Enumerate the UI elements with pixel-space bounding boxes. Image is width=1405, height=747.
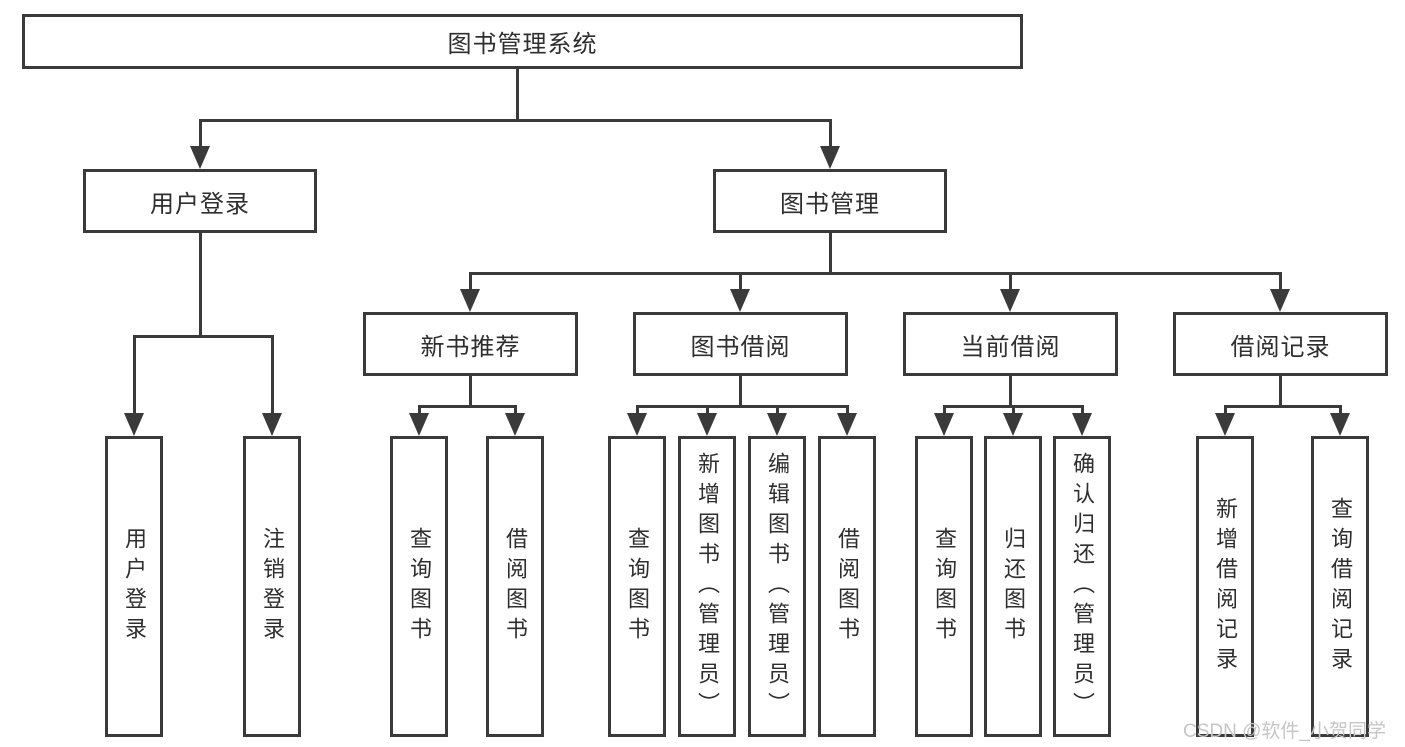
connector-segment [1011,406,1015,416]
leaf-logout-label: 注销登录 [260,526,285,647]
connector-segment [198,118,832,122]
connector-segment [828,233,832,275]
connector-segment [1080,406,1084,416]
node-root-label: 图书管理系统 [447,31,598,58]
arrowhead-down-icon [262,413,282,436]
connector-segment [132,336,136,416]
node-root: 图书管理系统 [22,14,1023,69]
leaf-borrow-books-1: 借阅图书 [486,436,544,737]
arrowhead-down-icon [409,413,429,436]
leaf-query-borrow-record-label: 查询借阅记录 [1328,496,1353,677]
node-borrowing-records-label: 借阅记录 [1230,333,1331,361]
connector-segment [417,404,517,408]
arrowhead-down-icon [1000,289,1020,312]
connector-segment [828,120,832,150]
leaf-add-borrow-record-label: 新增借阅记录 [1213,496,1238,677]
connector-segment [468,271,1282,275]
leaf-user-login-label: 用户登录 [122,526,147,647]
arrowhead-down-icon [697,413,717,436]
node-book-management: 图书管理 [713,169,947,233]
arrowhead-down-icon [1003,413,1023,436]
connector-segment [1008,376,1012,407]
arrowhead-down-icon [837,413,857,436]
connector-segment [515,69,519,120]
connector-segment [635,406,639,416]
node-current-borrowing: 当前借阅 [903,312,1118,376]
node-new-book-recommend-label: 新书推荐 [420,333,521,361]
arrowhead-down-icon [627,413,647,436]
arrowhead-down-icon [124,413,144,436]
arrowhead-down-icon [730,289,750,312]
connector-segment [775,406,779,416]
leaf-query-books-2: 查询图书 [608,436,666,737]
connector-segment [198,233,202,338]
leaf-borrow-books-2: 借阅图书 [818,436,876,737]
leaf-user-login: 用户登录 [105,436,163,737]
leaf-return-book-label: 归还图书 [1001,526,1026,647]
node-user-login-label: 用户登录 [150,190,250,218]
arrowhead-down-icon [1330,413,1350,436]
connector-segment [738,376,742,407]
leaf-add-book-admin-label: 新增图书（管理员） [695,451,720,722]
arrowhead-down-icon [767,413,787,436]
node-borrowing-records: 借阅记录 [1173,312,1388,376]
leaf-borrow-books-2-label: 借阅图书 [835,526,860,647]
connector-segment [705,406,709,416]
leaf-edit-book-admin-label: 编辑图书（管理员） [765,451,790,722]
connector-segment [942,406,946,416]
connector-segment [635,404,849,408]
leaf-confirm-return-admin-label: 确认归还（管理员） [1070,451,1095,722]
connector-segment [1338,406,1342,416]
leaf-query-books-1: 查询图书 [390,436,448,737]
leaf-edit-book-admin: 编辑图书（管理员） [748,436,806,737]
connector-segment [1278,376,1282,407]
connector-segment [132,334,274,338]
leaf-query-books-1-label: 查询图书 [407,526,432,647]
node-new-book-recommend: 新书推荐 [363,312,578,376]
leaf-return-book: 归还图书 [984,436,1042,737]
connector-segment [942,404,1084,408]
arrowhead-down-icon [505,413,525,436]
arrowhead-down-icon [934,413,954,436]
leaf-add-book-admin: 新增图书（管理员） [678,436,736,737]
connector-segment [513,406,517,416]
watermark: CSDN @软件_小贺同学 [1183,721,1386,742]
node-book-borrowing-label: 图书借阅 [690,333,791,361]
connector-segment [270,336,274,416]
leaf-confirm-return-admin: 确认归还（管理员） [1053,436,1111,737]
arrowhead-down-icon [1072,413,1092,436]
arrowhead-down-icon [190,146,210,169]
arrowhead-down-icon [820,146,840,169]
node-current-borrowing-label: 当前借阅 [960,333,1061,361]
arrowhead-down-icon [1215,413,1235,436]
leaf-query-books-3: 查询图书 [915,436,973,737]
connector-segment [1278,273,1282,292]
connector-segment [1223,404,1342,408]
connector-segment [417,406,421,416]
connector-segment [468,376,472,407]
leaf-add-borrow-record: 新增借阅记录 [1196,436,1254,737]
leaf-query-books-3-label: 查询图书 [932,526,957,647]
leaf-query-books-2-label: 查询图书 [625,526,650,647]
node-book-management-label: 图书管理 [780,190,880,218]
leaf-logout: 注销登录 [243,436,301,737]
connector-segment [1008,273,1012,292]
node-user-login: 用户登录 [83,169,317,233]
arrowhead-down-icon [460,289,480,312]
node-book-borrowing: 图书借阅 [633,312,848,376]
connector-segment [198,120,202,150]
connector-segment [468,273,472,292]
connector-segment [845,406,849,416]
arrowhead-down-icon [1270,289,1290,312]
connector-segment [1223,406,1227,416]
connector-segment [738,273,742,292]
leaf-query-borrow-record: 查询借阅记录 [1311,436,1369,737]
leaf-borrow-books-1-label: 借阅图书 [503,526,528,647]
